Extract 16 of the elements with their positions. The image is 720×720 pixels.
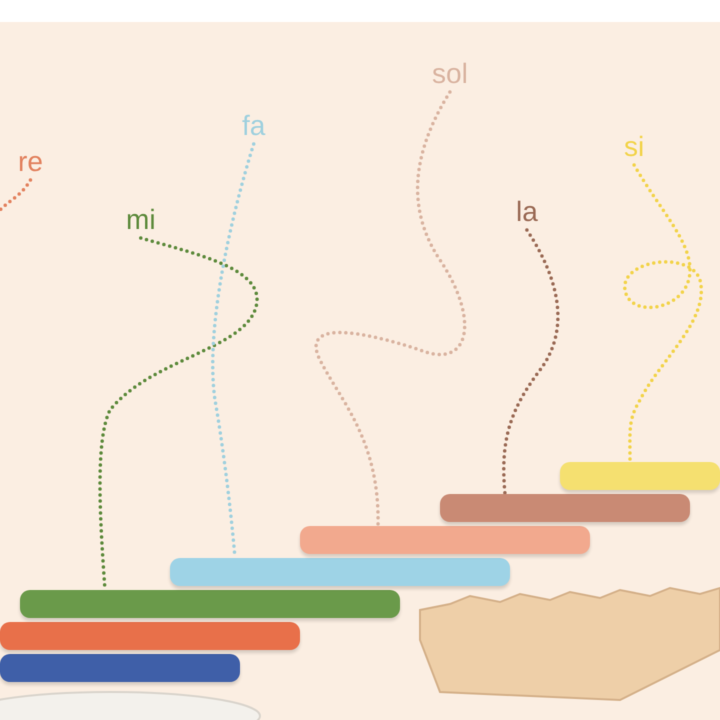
xylophone-key: [440, 494, 690, 522]
xylophone-key: [300, 526, 590, 554]
note-label: sol: [432, 58, 468, 90]
note-label: la: [516, 196, 538, 228]
xylophone-key: [170, 558, 510, 586]
xylophone-key: [20, 590, 400, 618]
xylophone-key: [0, 654, 240, 682]
xylophone-key: [0, 622, 300, 650]
note-label: re: [18, 146, 43, 178]
leader-line: [314, 90, 466, 528]
leader-line: [0, 178, 32, 212]
xylophone-key: [560, 462, 720, 490]
note-label: fa: [242, 110, 266, 142]
note-label: mi: [126, 204, 156, 236]
note-label: si: [624, 131, 644, 163]
leader-line: [502, 228, 560, 496]
